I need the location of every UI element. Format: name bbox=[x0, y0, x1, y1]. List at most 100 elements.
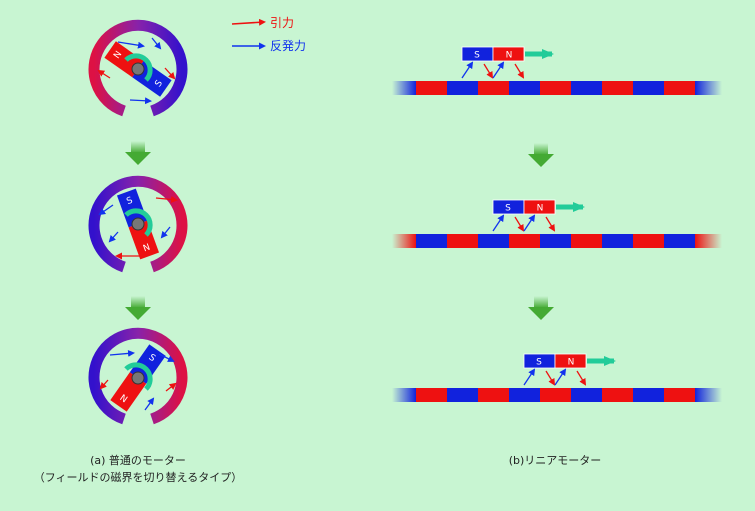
track-segment bbox=[447, 81, 478, 95]
repulsion-arrow-icon bbox=[461, 61, 474, 79]
caption-a-title: (a) 普通のモーター bbox=[90, 453, 186, 467]
rotor-shaft bbox=[131, 62, 145, 76]
magnet-n-label: N bbox=[112, 50, 124, 61]
repulsion-arrow-icon bbox=[492, 61, 505, 79]
repulsion-arrow-icon bbox=[129, 97, 152, 105]
attraction-arrow-icon bbox=[99, 379, 109, 390]
track-segment bbox=[602, 81, 633, 95]
stator-ring bbox=[88, 19, 188, 117]
attraction-arrow-icon bbox=[165, 382, 177, 392]
track-segment bbox=[416, 234, 447, 248]
step-arrow-icon bbox=[528, 143, 554, 167]
attraction-arrow-icon bbox=[545, 216, 556, 232]
stator-ring bbox=[88, 327, 188, 425]
track-segment bbox=[416, 81, 447, 95]
step-arrow-icon bbox=[125, 141, 151, 165]
track-fade-left bbox=[392, 234, 416, 248]
linear-motor-stage-1: S N bbox=[392, 46, 722, 95]
track-segment bbox=[602, 388, 633, 402]
repulsion-arrow-icon bbox=[144, 397, 155, 411]
caption-a-subtitle: （フィールドの磁界を切り替えるタイプ） bbox=[34, 470, 242, 484]
repulsion-arrow-icon bbox=[523, 214, 536, 232]
rotary-motor-stage-3: S N bbox=[88, 327, 188, 425]
magnet-north-pole bbox=[523, 199, 556, 215]
magnet-s-label: S bbox=[125, 196, 134, 207]
magnet-s-label: S bbox=[147, 353, 158, 365]
magnet-s-label: S bbox=[154, 78, 166, 89]
track-segment bbox=[633, 81, 664, 95]
attraction-arrow-icon bbox=[483, 63, 494, 79]
repulsion-arrow-icon bbox=[158, 353, 175, 362]
magnet-n-label: N bbox=[506, 51, 513, 61]
track-fade-left bbox=[392, 81, 416, 95]
attraction-arrow-icon bbox=[576, 370, 587, 386]
magnet-n-label: N bbox=[142, 243, 152, 255]
step-arrow-icon bbox=[528, 296, 554, 320]
track-segment bbox=[478, 81, 509, 95]
magnet-north-pole bbox=[128, 220, 160, 260]
attraction-arrow-icon bbox=[231, 18, 266, 26]
rotation-arrow-icon bbox=[124, 362, 153, 391]
repulsion-arrow-icon bbox=[117, 41, 145, 49]
repulsion-arrow-icon bbox=[98, 204, 114, 216]
attraction-arrow-icon bbox=[514, 63, 525, 79]
repulsion-arrow-icon bbox=[523, 368, 536, 386]
track-segment bbox=[478, 234, 509, 248]
track-fade-right bbox=[695, 388, 722, 402]
track-segment bbox=[664, 81, 695, 95]
magnet-n-label: N bbox=[117, 393, 128, 405]
rotor-shaft bbox=[131, 371, 145, 385]
attraction-arrow-icon bbox=[545, 370, 556, 386]
track-segment bbox=[540, 234, 571, 248]
magnet-north-pole bbox=[492, 46, 525, 62]
track-fade-right bbox=[695, 81, 722, 95]
rotary-motor-stage-1: N S bbox=[88, 19, 188, 117]
repulsion-arrow-icon bbox=[160, 226, 171, 239]
track-segment bbox=[571, 388, 602, 402]
rotor-magnet: S N bbox=[116, 188, 160, 260]
magnet-n-label: N bbox=[568, 358, 575, 368]
magnet-north-pole bbox=[554, 353, 587, 369]
magnet-s-label: S bbox=[505, 204, 511, 214]
track-segment bbox=[447, 234, 478, 248]
magnet-s-label: S bbox=[536, 358, 542, 368]
track-segment bbox=[633, 388, 664, 402]
track-segment bbox=[478, 388, 509, 402]
track-segment bbox=[664, 234, 695, 248]
rotary-motor-stage-2: S N bbox=[88, 175, 188, 273]
repulsion-arrow-icon bbox=[554, 368, 567, 386]
linear-motor-stage-3: S N bbox=[392, 353, 722, 402]
track-segment bbox=[416, 388, 447, 402]
rotor-shaft bbox=[131, 217, 145, 231]
track-segment bbox=[540, 388, 571, 402]
track-segment bbox=[509, 388, 540, 402]
track-segment bbox=[602, 234, 633, 248]
track-segment bbox=[571, 234, 602, 248]
track-segment bbox=[540, 81, 571, 95]
track-fade-left bbox=[392, 388, 416, 402]
legend-attraction-label: 引力 bbox=[270, 16, 294, 30]
step-arrow-icon bbox=[125, 296, 151, 320]
repulsion-arrow-icon bbox=[109, 349, 135, 357]
stator-ring bbox=[88, 175, 188, 273]
rotation-arrow-icon bbox=[124, 53, 153, 82]
caption-b-title: (b)リニアモーター bbox=[509, 454, 602, 467]
rotation-arrow-icon bbox=[124, 208, 153, 237]
magnet-s-label: S bbox=[474, 51, 480, 61]
magnet-south-pole bbox=[116, 188, 148, 228]
repulsion-arrow-icon bbox=[492, 214, 505, 232]
track-segment bbox=[447, 388, 478, 402]
attraction-arrow-icon bbox=[97, 69, 111, 79]
repulsion-arrow-icon bbox=[151, 37, 162, 50]
attraction-arrow-icon bbox=[155, 196, 178, 203]
track-segment bbox=[633, 234, 664, 248]
track-fade-right bbox=[695, 234, 722, 248]
track-segment bbox=[509, 81, 540, 95]
attraction-arrow-icon bbox=[514, 216, 525, 232]
linear-motor-stage-2: S N bbox=[392, 199, 722, 248]
attraction-arrow-icon bbox=[164, 67, 176, 80]
legend: 引力 反発力 bbox=[231, 16, 306, 53]
legend-repulsion-label: 反発力 bbox=[270, 39, 306, 53]
magnet-n-label: N bbox=[537, 204, 544, 214]
